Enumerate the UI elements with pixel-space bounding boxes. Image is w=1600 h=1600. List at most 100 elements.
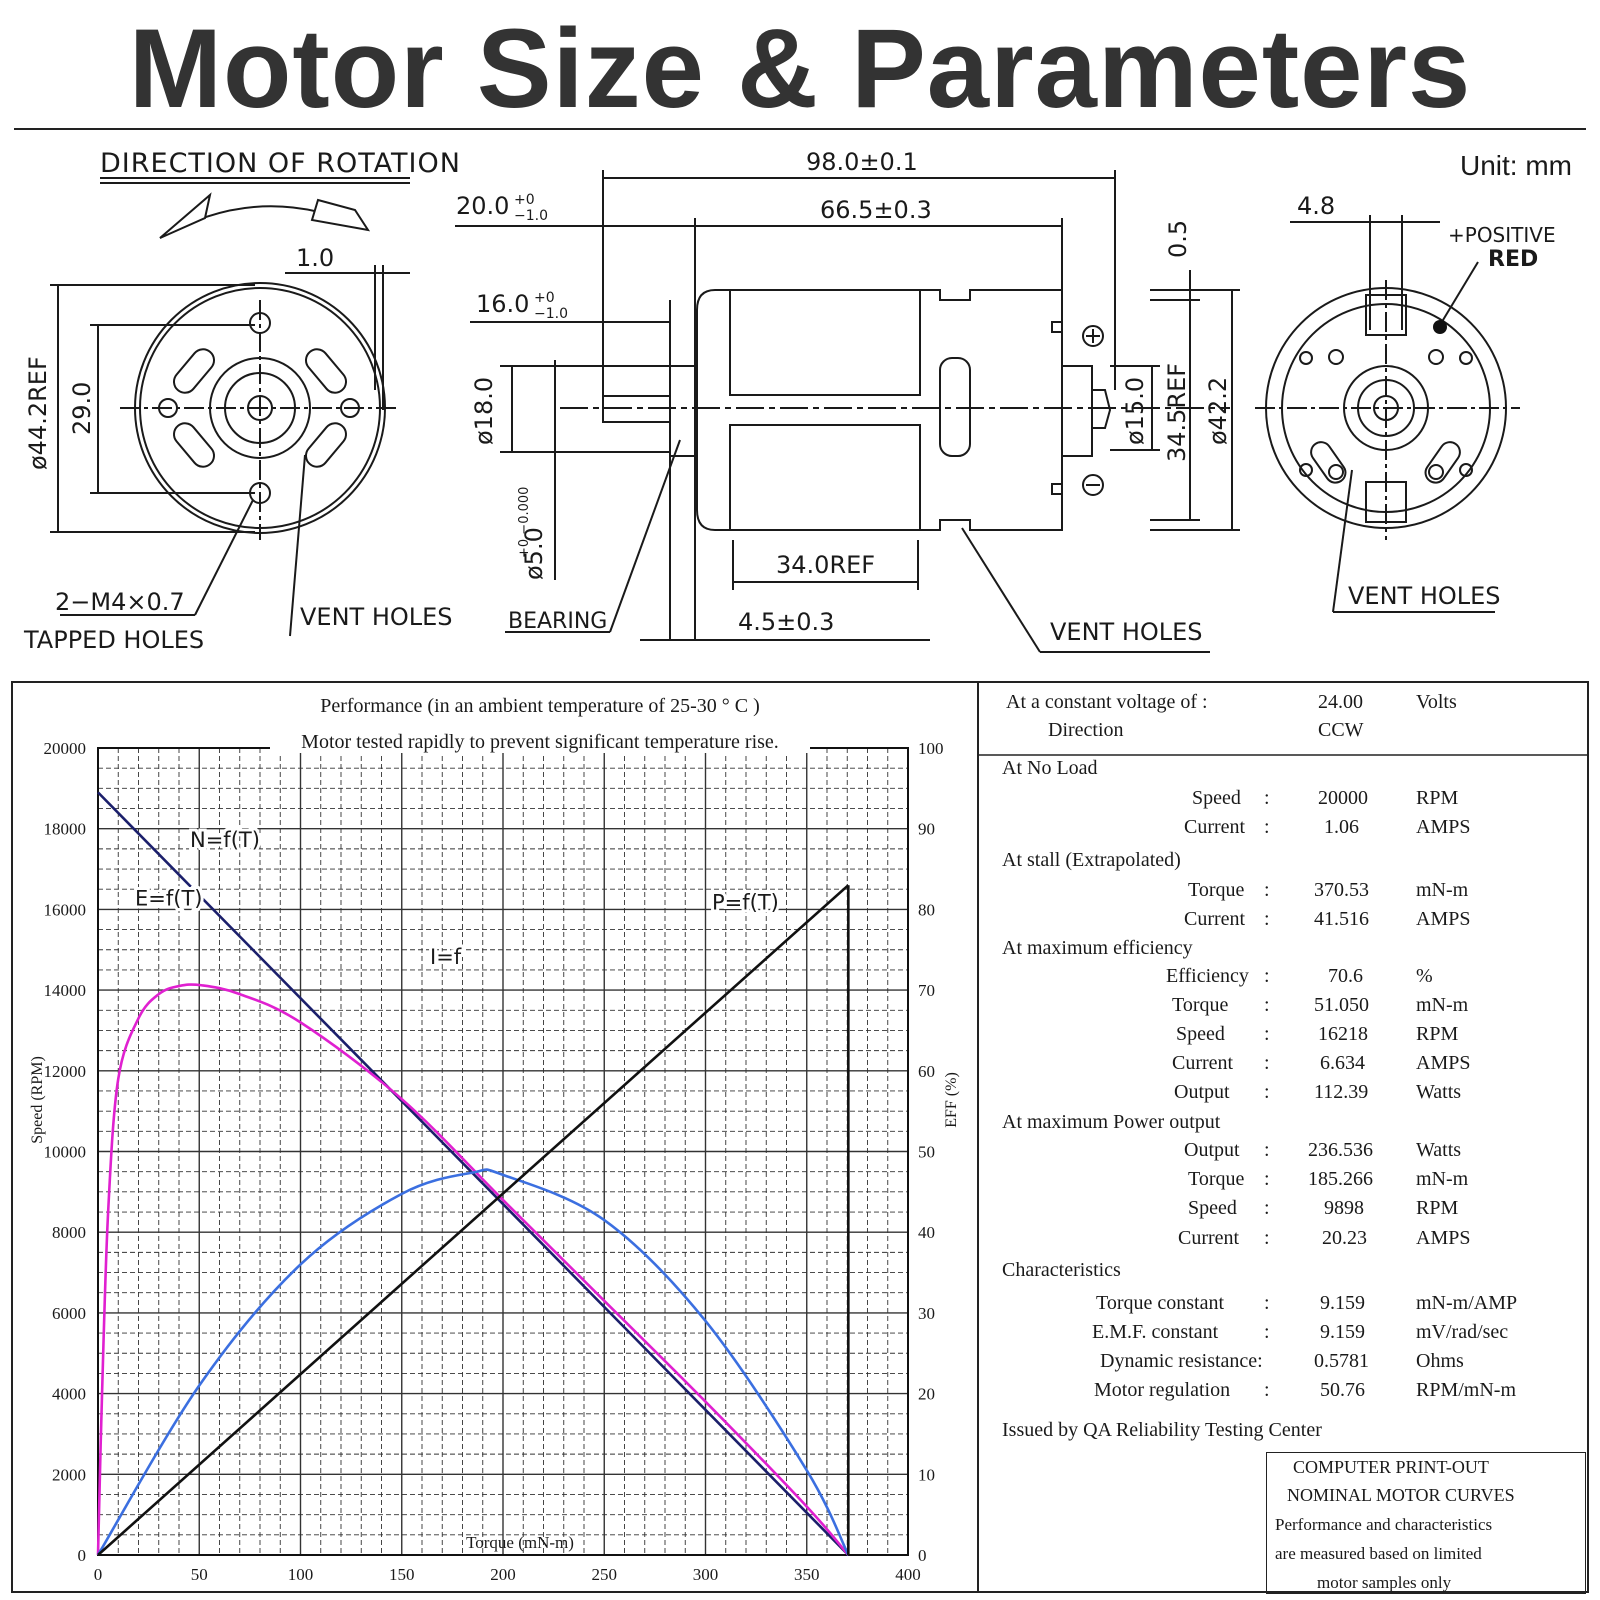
stamp-line-2: NOMINAL MOTOR CURVES — [1287, 1485, 1515, 1505]
mp-speed-value: 9898 — [1324, 1197, 1364, 1219]
colon: : — [1264, 787, 1270, 809]
emf-constant-unit: mV/rad/sec — [1416, 1321, 1509, 1343]
dynamic-resistance-label: Dynamic resistance: — [1100, 1350, 1263, 1372]
colon: : — [1264, 1052, 1270, 1074]
positive-terminal-dot — [1433, 320, 1447, 334]
y-tick-label: 10000 — [44, 1143, 87, 1162]
dim-29: 29.0 — [68, 382, 96, 435]
colon: : — [1264, 879, 1270, 901]
motor-regulation-unit: RPM/mN-m — [1416, 1379, 1517, 1401]
motor-regulation-value: 50.76 — [1320, 1379, 1365, 1401]
dim-16-tol-up: +0 — [534, 290, 555, 306]
voltage-value: 24.00 — [1318, 691, 1363, 713]
chart-subtitle: Motor tested rapidly to prevent signific… — [301, 731, 779, 753]
me-output-value: 112.39 — [1314, 1081, 1369, 1103]
mp-torque-value: 185.266 — [1308, 1168, 1373, 1190]
y-tick-label: 8000 — [52, 1223, 86, 1242]
dim-20: 20.0 — [456, 192, 509, 220]
y2-tick-label: 10 — [918, 1465, 935, 1484]
x-tick-label: 200 — [490, 1565, 516, 1584]
issued-by: Issued by QA Reliability Testing Center — [1002, 1419, 1322, 1441]
colon: : — [1264, 1168, 1270, 1190]
st-current-label: Current — [1184, 908, 1246, 930]
voltage-label: At a constant voltage of : — [1006, 691, 1208, 713]
me-torque-value: 51.050 — [1314, 994, 1369, 1016]
x-tick-label: 350 — [794, 1565, 820, 1584]
me-current-label: Current — [1172, 1052, 1234, 1074]
series-line-3 — [97, 884, 850, 1556]
dim-16-tol-dn: −1.0 — [534, 306, 568, 322]
mp-torque-label: Torque — [1188, 1168, 1245, 1190]
mp-torque-unit: mN-m — [1416, 1168, 1469, 1190]
me-eff-unit: % — [1416, 965, 1433, 987]
dim-diameter-5-tol: +0 −0.000 — [517, 487, 532, 558]
series-line-2 — [96, 1168, 850, 1556]
dim-98: 98.0±0.1 — [806, 148, 918, 176]
dim-34-5: 34.5REF — [1163, 363, 1191, 462]
positive-label: +POSITIVE — [1448, 223, 1556, 247]
spec-panel: At a constant voltage of : 24.00 Volts D… — [982, 683, 1582, 1583]
nl-speed-unit: RPM — [1416, 787, 1459, 809]
y-tick-label: 6000 — [52, 1304, 86, 1323]
nl-current-unit: AMPS — [1416, 816, 1471, 838]
me-speed-label: Speed — [1176, 1023, 1225, 1045]
dim-34: 34.0REF — [776, 551, 875, 579]
rear-view — [1255, 215, 1520, 613]
emf-constant-value: 9.159 — [1320, 1321, 1365, 1343]
mp-current-value: 20.23 — [1322, 1227, 1367, 1249]
me-output-label: Output — [1174, 1081, 1230, 1103]
direction-label: Direction — [1048, 719, 1124, 741]
me-eff-label: Efficiency — [1166, 965, 1249, 987]
dim-4-5: 4.5±0.3 — [738, 608, 834, 636]
colon: : — [1264, 1292, 1270, 1314]
x-tick-label: 250 — [592, 1565, 618, 1584]
colon: : — [1264, 1023, 1270, 1045]
mp-speed-label: Speed — [1188, 1197, 1237, 1219]
y-tick-label: 2000 — [52, 1465, 86, 1484]
stall-heading: At stall (Extrapolated) — [1002, 849, 1181, 871]
mp-output-unit: Watts — [1416, 1139, 1462, 1161]
me-eff-value: 70.6 — [1328, 965, 1363, 987]
torque-constant-value: 9.159 — [1320, 1292, 1365, 1314]
dim-diameter-5: ø5.0 — [520, 527, 548, 580]
torque-constant-unit: mN-m/AMP — [1416, 1292, 1518, 1314]
colon: : — [1264, 965, 1270, 987]
y-tick-label: 0 — [78, 1546, 87, 1565]
red-label: RED — [1488, 247, 1538, 272]
stamp-box: COMPUTER PRINT-OUT NOMINAL MOTOR CURVES … — [1266, 1452, 1586, 1594]
rear-vent-holes-label: VENT HOLES — [1348, 582, 1501, 610]
y2-tick-label: 20 — [918, 1385, 935, 1404]
colon: : — [1264, 994, 1270, 1016]
st-current-unit: AMPS — [1416, 908, 1471, 930]
tapped-holes-line1: 2−M4×0.7 — [55, 588, 185, 616]
voltage-unit: Volts — [1416, 691, 1457, 713]
side-view — [455, 170, 1240, 653]
side-vent-holes-label: VENT HOLES — [1050, 618, 1203, 646]
me-output-unit: Watts — [1416, 1081, 1462, 1103]
front-view — [50, 177, 410, 637]
y2-tick-label: 50 — [918, 1143, 935, 1162]
characteristics-heading: Characteristics — [1002, 1259, 1121, 1281]
chart-title: Performance (in an ambient temperature o… — [320, 695, 760, 717]
mp-current-unit: AMPS — [1416, 1227, 1471, 1249]
colon: : — [1264, 1379, 1270, 1401]
stamp-line-1: COMPUTER PRINT-OUT — [1293, 1457, 1489, 1477]
max-eff-heading: At maximum efficiency — [1002, 937, 1193, 959]
x-tick-label: 300 — [693, 1565, 719, 1584]
title-divider — [14, 128, 1586, 130]
dynamic-resistance-unit: Ohms — [1416, 1350, 1464, 1372]
y-tick-label: 12000 — [44, 1062, 87, 1081]
me-current-value: 6.634 — [1320, 1052, 1365, 1074]
dim-20-tol-dn: −1.0 — [514, 208, 548, 224]
me-speed-value: 16218 — [1318, 1023, 1368, 1045]
y2-tick-label: 60 — [918, 1062, 935, 1081]
y2-tick-label: 30 — [918, 1304, 935, 1323]
mp-output-value: 236.536 — [1308, 1139, 1373, 1161]
y-tick-label: 14000 — [44, 981, 87, 1000]
x-tick-label: 50 — [191, 1565, 208, 1584]
colon: : — [1264, 1197, 1270, 1219]
series-label-0: N=f(T) — [190, 828, 260, 852]
